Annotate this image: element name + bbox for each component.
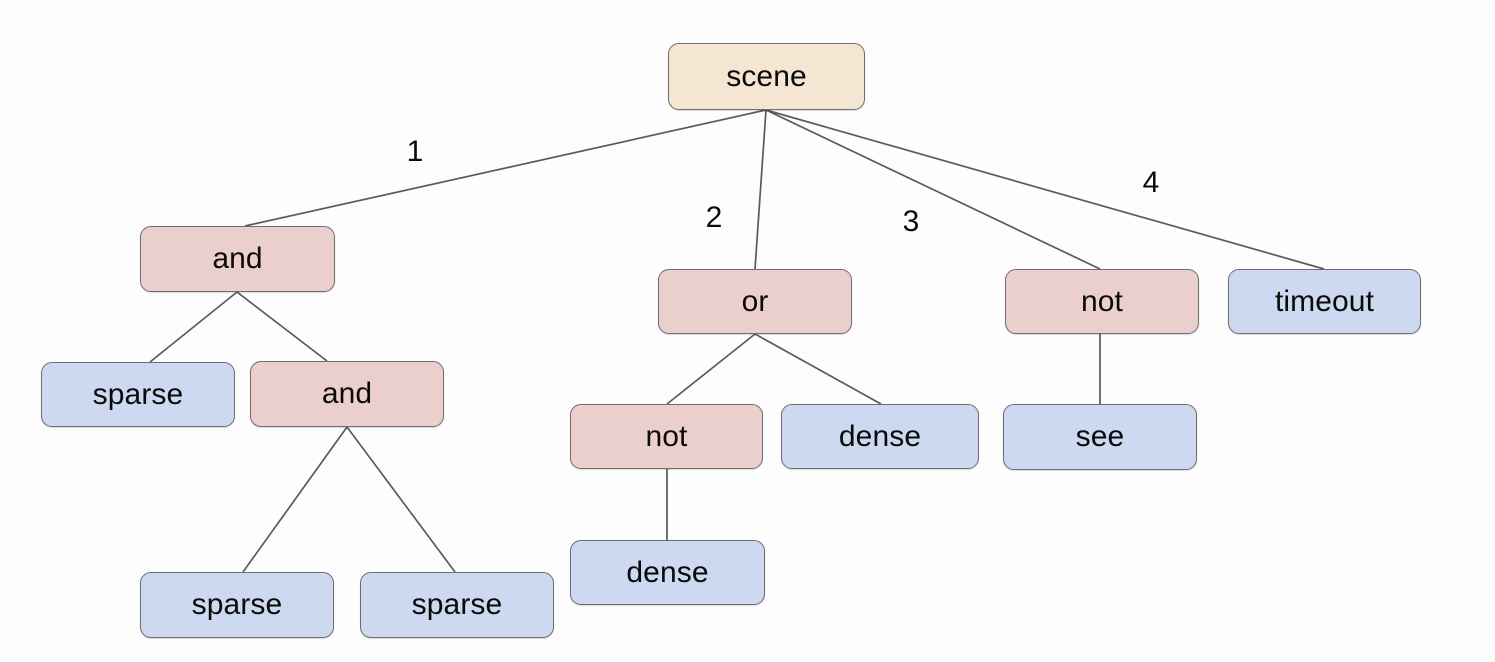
node-and1[interactable]: and xyxy=(140,226,335,292)
node-not2[interactable]: not xyxy=(570,404,763,469)
edge-and2-to-sparse3 xyxy=(346,426,456,573)
node-scene[interactable]: scene xyxy=(668,43,865,110)
node-or1[interactable]: or xyxy=(658,269,852,334)
edge-and1-to-and2 xyxy=(236,291,328,362)
node-not1[interactable]: not xyxy=(1005,269,1199,334)
node-and2[interactable]: and xyxy=(250,361,444,427)
edge-and1-to-sparse1 xyxy=(149,291,238,363)
edge-or1-to-dense1 xyxy=(754,333,882,405)
node-sparse3[interactable]: sparse xyxy=(360,572,554,638)
edge-or1-to-not2 xyxy=(666,333,756,405)
node-sparse1[interactable]: sparse xyxy=(41,362,235,427)
edge-and2-to-sparse2 xyxy=(242,426,348,573)
edge-label-3: 3 xyxy=(902,205,920,238)
node-see1[interactable]: see xyxy=(1003,404,1197,470)
node-sparse2[interactable]: sparse xyxy=(140,572,334,638)
node-timeout1[interactable]: timeout xyxy=(1228,269,1421,334)
edge-scene-to-timeout1 xyxy=(765,109,1325,270)
node-dense1[interactable]: dense xyxy=(781,404,979,469)
edge-scene-to-or1 xyxy=(754,109,767,270)
edge-label-1: 1 xyxy=(406,135,424,168)
edge-label-4: 4 xyxy=(1142,166,1160,199)
edge-scene-to-and1 xyxy=(244,109,767,227)
edge-scene-to-not1 xyxy=(765,109,1101,270)
node-dense2[interactable]: dense xyxy=(570,540,765,605)
edge-label-2: 2 xyxy=(705,201,723,234)
